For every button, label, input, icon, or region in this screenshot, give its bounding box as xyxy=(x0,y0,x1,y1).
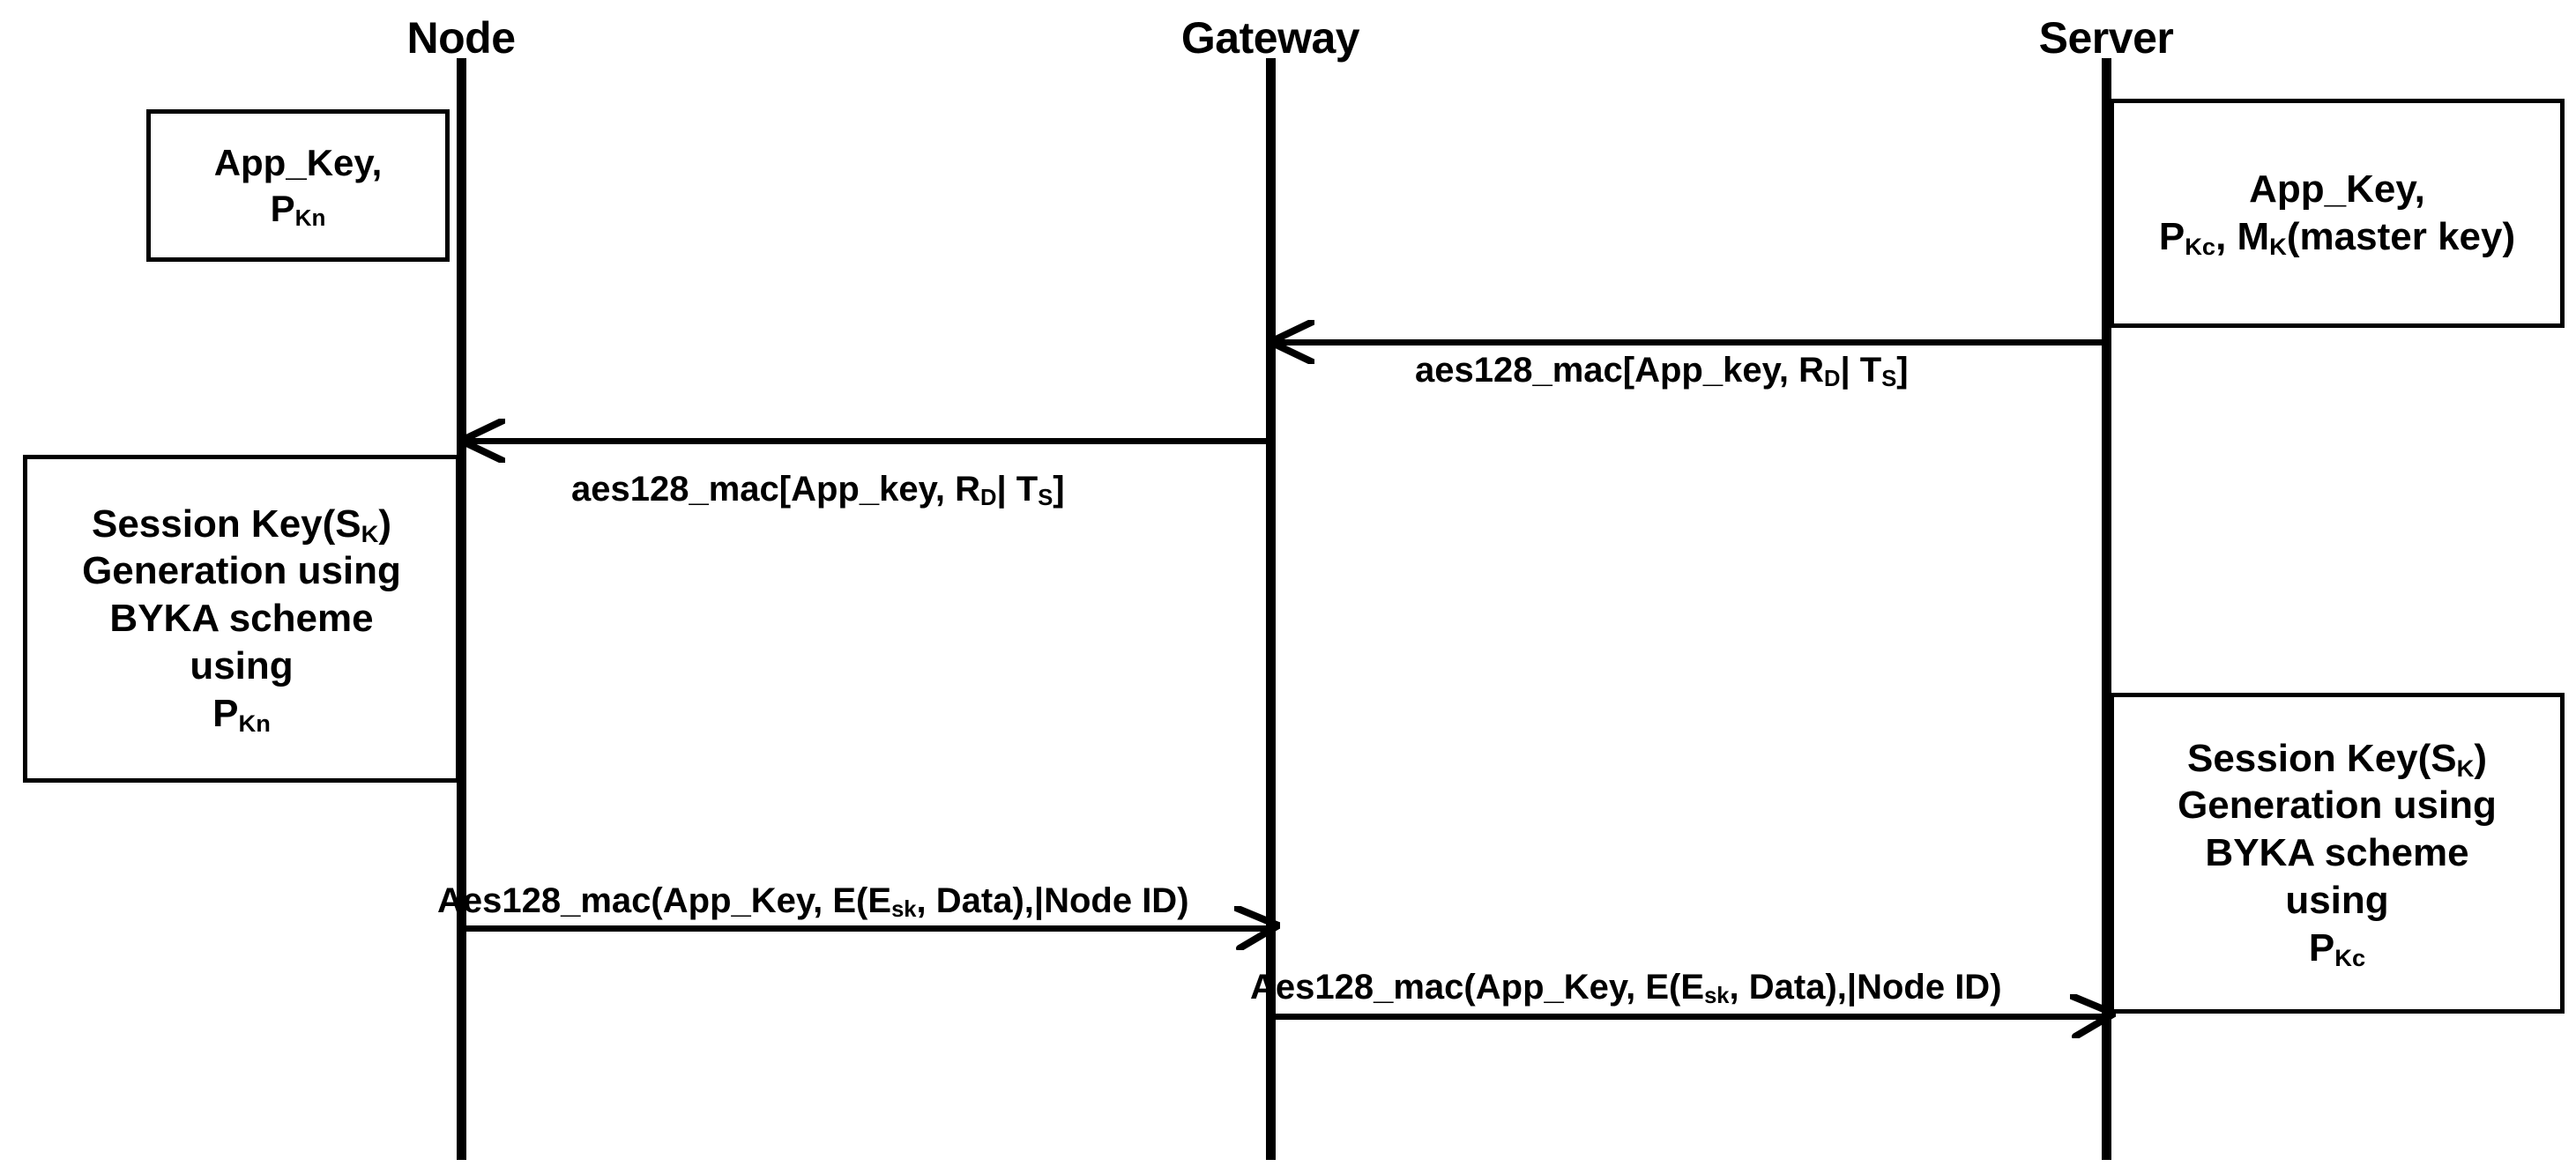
note-server-keys-line-2: PKc, MK(master key) xyxy=(2158,215,2516,260)
arrowhead-right-icon xyxy=(1234,906,1280,950)
node-lifeline xyxy=(457,58,466,1160)
arrowhead-right-icon xyxy=(2070,994,2116,1038)
note-node-session-key-line-2: Generation using xyxy=(82,549,401,593)
note-server-keys: App_Key, PKc, MK(master key) xyxy=(2110,99,2565,328)
note-server-session-key-line-4: using xyxy=(2285,878,2389,922)
note-node-session-key-line-5: PKn xyxy=(212,691,271,737)
note-node-keys-line-2: PKn xyxy=(270,187,326,232)
message-label-gateway-to-node: aes128_mac[App_key, RD| TS] xyxy=(571,470,1065,511)
note-server-session-key-line-3: BYKA scheme xyxy=(2205,831,2469,875)
gateway-lifeline xyxy=(1266,58,1276,1160)
message-shaft xyxy=(465,438,1270,444)
note-server-session-key-line-5: PKc xyxy=(2308,925,2366,971)
note-node-session-key: Session Key(SK) Generation using BYKA sc… xyxy=(23,455,460,783)
note-node-session-key-line-4: using xyxy=(190,643,294,687)
server-lifeline xyxy=(2102,58,2111,1160)
note-node-keys: App_Key, PKn xyxy=(146,109,450,262)
message-shaft xyxy=(1274,339,2105,346)
actor-label-node: Node xyxy=(406,13,517,63)
actor-label-server: Server xyxy=(2038,13,2174,63)
message-shaft xyxy=(1269,1014,2111,1020)
message-label-gateway-to-server: Aes128_mac(App_Key, E(Esk, Data),|Node I… xyxy=(1250,968,2002,1009)
note-node-session-key-line-3: BYKA scheme xyxy=(109,597,374,641)
arrowhead-left-icon xyxy=(1269,320,1314,364)
message-label-server-to-gateway: aes128_mac[App_key, RD| TS] xyxy=(1415,351,1909,392)
arrowhead-left-icon xyxy=(459,419,505,463)
note-node-keys-line-1: App_Key, xyxy=(213,142,383,184)
actor-label-gateway: Gateway xyxy=(1180,13,1360,63)
note-server-session-key-line-1: Session Key(SK) xyxy=(2186,736,2488,782)
note-server-session-key-line-2: Generation using xyxy=(2178,784,2497,828)
note-server-keys-line-1: App_Key, xyxy=(2249,167,2425,212)
note-server-session-key: Session Key(SK) Generation using BYKA sc… xyxy=(2110,693,2565,1014)
note-node-session-key-line-1: Session Key(SK) xyxy=(91,502,392,547)
message-shaft xyxy=(460,925,1275,932)
message-label-node-to-gateway: Aes128_mac(App_Key, E(Esk, Data),|Node I… xyxy=(437,881,1189,923)
